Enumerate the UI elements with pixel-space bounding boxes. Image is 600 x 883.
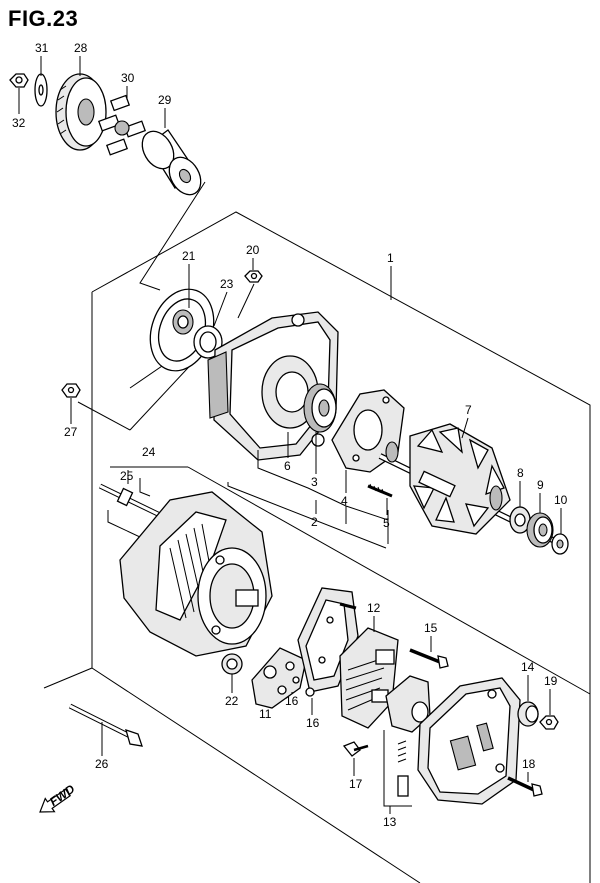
screw-17-icon: [342, 741, 369, 757]
callout-6: 6: [284, 459, 291, 473]
callout-17: 17: [349, 777, 363, 791]
callout-25: 25: [120, 469, 134, 483]
callout-14: 14: [521, 660, 535, 674]
bolt-18-icon: [507, 776, 543, 797]
bearing-9-icon: [526, 512, 554, 548]
brush-holder-13-icon: [383, 675, 431, 807]
rear-cover-icon: [417, 677, 521, 805]
callout-21: 21: [182, 249, 196, 263]
collar-8-icon: [509, 506, 531, 534]
callout-30: 30: [121, 71, 135, 85]
callout-19: 19: [544, 674, 558, 688]
callout-20: 20: [246, 243, 260, 257]
through-bolt-26-icon: [43, 667, 143, 747]
bearing-3-icon: [303, 383, 337, 433]
callout-12: 12: [367, 601, 381, 615]
pulley-hub-29-icon: [141, 129, 202, 196]
callout-labels: 31 28 32 30 29 1 20 21 23 27 7 6 3 2 4 5…: [12, 41, 568, 829]
callout-8: 8: [517, 466, 524, 480]
bushing-22-icon: [221, 653, 243, 675]
washer-31-icon: [34, 73, 48, 107]
nut-32-icon: [9, 73, 29, 88]
pulley-28-icon: [55, 73, 107, 151]
forward-arrow-icon: FWD: [39, 782, 78, 813]
callout-16-lower: 16: [306, 716, 320, 730]
callout-13: 13: [383, 815, 397, 829]
callout-26: 26: [95, 757, 109, 771]
callout-28: 28: [74, 41, 88, 55]
stud-bolt-25-icon: [98, 470, 173, 553]
bolt-15-icon: [409, 648, 449, 669]
callout-24: 24: [142, 445, 156, 459]
callout-23: 23: [220, 277, 234, 291]
screw-5-icon: [367, 483, 393, 498]
callout-5: 5: [383, 516, 390, 530]
callout-9: 9: [537, 478, 544, 492]
callout-2: 2: [311, 515, 318, 529]
callout-4: 4: [341, 494, 348, 508]
callout-11: 11: [259, 707, 272, 721]
callout-1: 1: [387, 251, 394, 265]
callout-31: 31: [35, 41, 49, 55]
callout-27: 27: [64, 425, 78, 439]
callout-7: 7: [465, 403, 472, 417]
insulator-14-icon: [517, 701, 539, 727]
figure-title: FIG.23: [8, 6, 79, 31]
nut-19-icon: [539, 715, 559, 730]
rear-housing-icon: [119, 491, 273, 657]
callout-3: 3: [311, 475, 318, 489]
cover-10-icon: [551, 533, 569, 555]
nut-27-icon: [61, 383, 81, 398]
rubber-damper-30-icon: [97, 94, 147, 156]
nut-20-icon: [244, 270, 263, 283]
fwd-label: FWD: [47, 782, 78, 809]
callout-16-upper: 16: [285, 694, 299, 708]
screw-16-icon: [305, 687, 315, 697]
callout-10: 10: [554, 493, 568, 507]
callout-22: 22: [225, 694, 239, 708]
callout-32: 32: [12, 116, 26, 130]
callout-15: 15: [424, 621, 438, 635]
callout-29: 29: [158, 93, 172, 107]
bearing-21-icon: [172, 309, 194, 335]
callout-18: 18: [522, 757, 536, 771]
